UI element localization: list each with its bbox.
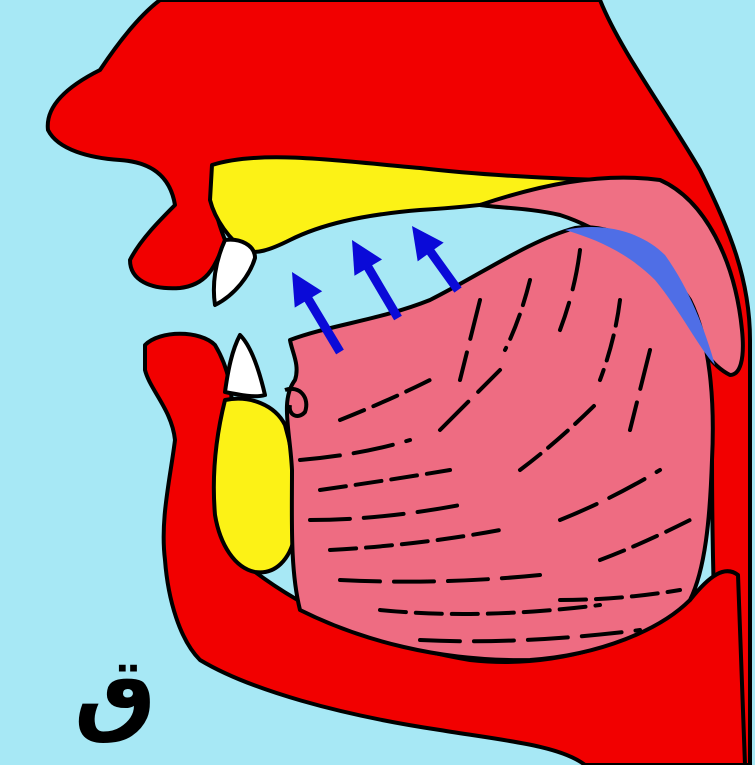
lower-jaw-bone: [214, 399, 297, 573]
arabic-letter-qaf: ق: [74, 646, 156, 738]
